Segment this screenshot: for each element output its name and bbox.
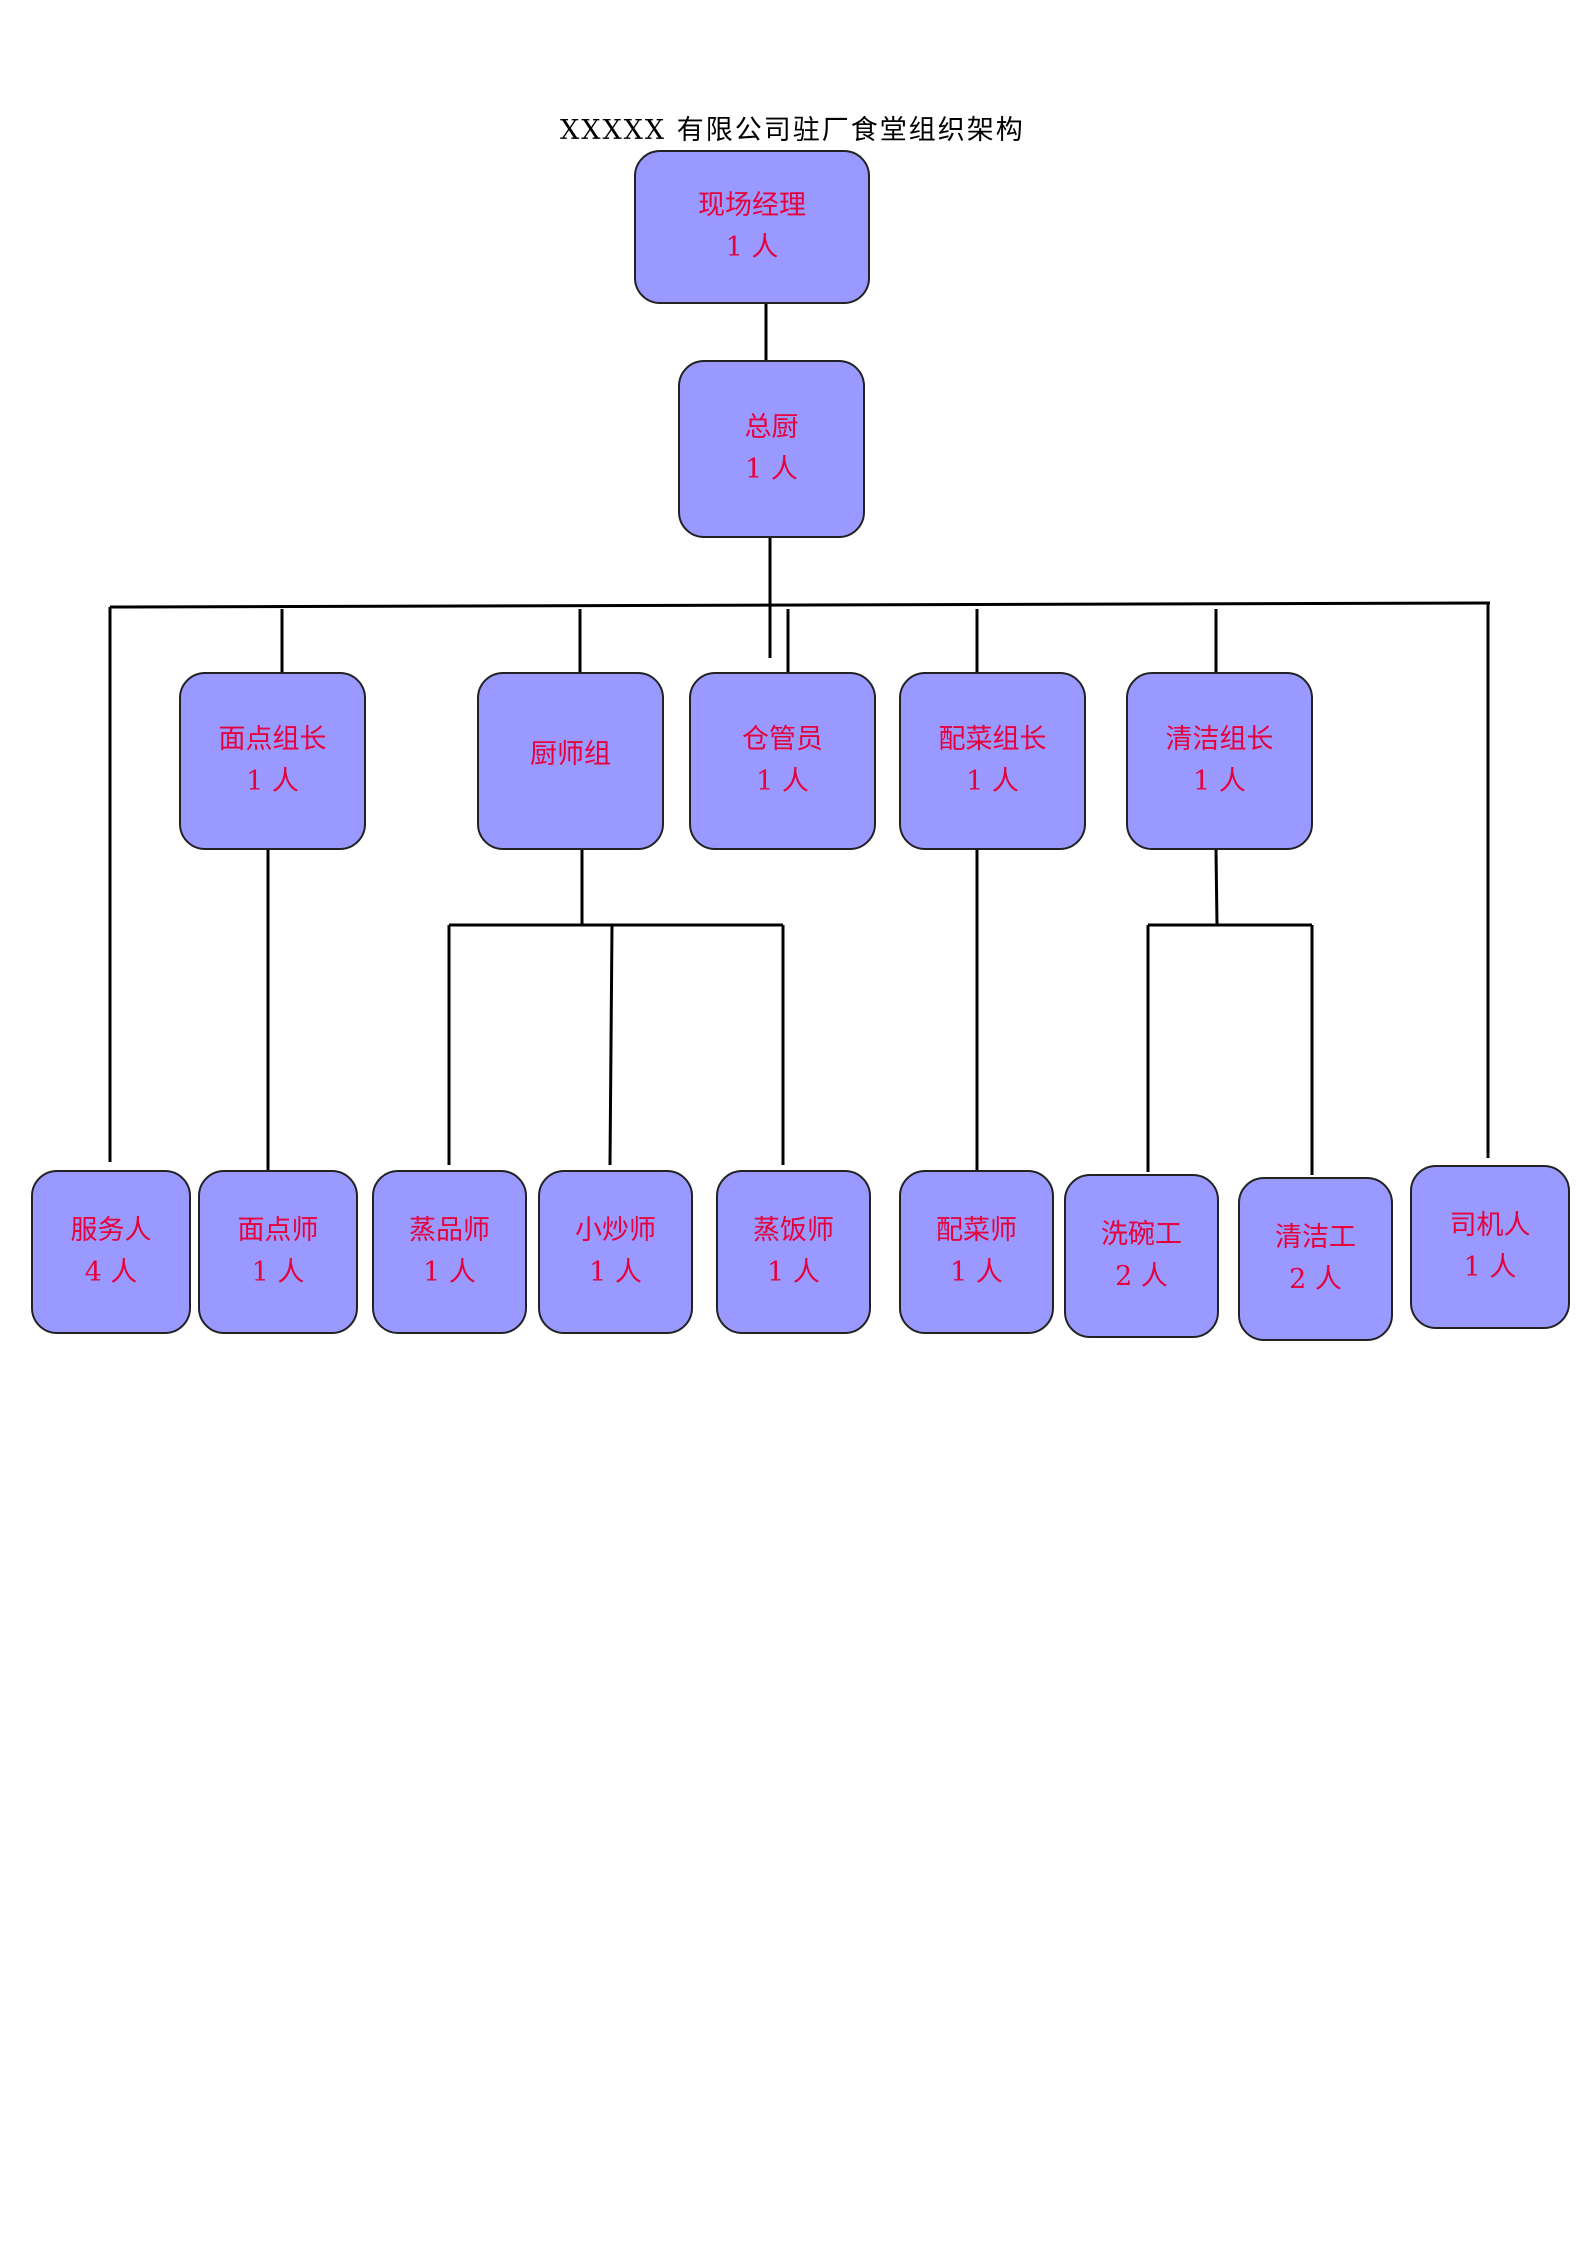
node-pastry-lead-count: 1 人 (246, 766, 299, 797)
node-service: 服务人 4 人 (31, 1170, 191, 1334)
node-pastry-lead: 面点组长 1 人 (179, 672, 366, 850)
node-warehouse-role: 仓管员 (742, 724, 823, 755)
node-prep-cook: 配菜师 1 人 (899, 1170, 1054, 1334)
node-cleaning-lead-role: 清洁组长 (1165, 724, 1274, 755)
node-steam-chef: 蒸品师 1 人 (372, 1170, 527, 1334)
node-pastry-chef-count: 1 人 (251, 1257, 305, 1288)
node-manager-role: 现场经理 (698, 190, 806, 221)
node-dishwasher: 洗碗工 2 人 (1064, 1174, 1219, 1338)
node-wok-chef-role: 小炒师 (575, 1215, 656, 1246)
node-steam-chef-role: 蒸品师 (409, 1215, 490, 1246)
node-pastry-chef: 面点师 1 人 (198, 1170, 358, 1334)
node-cleaning-lead: 清洁组长 1 人 (1126, 672, 1313, 850)
node-service-role: 服务人 (70, 1215, 152, 1246)
node-wok-chef-count: 1 人 (589, 1257, 642, 1288)
node-rice-chef-role: 蒸饭师 (753, 1215, 834, 1246)
node-prep-lead: 配菜组长 1 人 (899, 672, 1086, 850)
node-cleaning-lead-count: 1 人 (1193, 766, 1246, 797)
node-driver: 司机人 1 人 (1410, 1165, 1570, 1329)
node-pastry-lead-role: 面点组长 (218, 724, 327, 755)
node-dishwasher-count: 2 人 (1115, 1261, 1168, 1292)
node-head-chef-role: 总厨 (744, 412, 799, 443)
node-chef-group-role: 厨师组 (530, 739, 611, 770)
node-prep-lead-role: 配菜组长 (938, 724, 1047, 755)
chart-title: XXXXX 有限公司驻厂食堂组织架构 (560, 115, 1025, 146)
node-cleaner-count: 2 人 (1289, 1264, 1342, 1295)
node-driver-role: 司机人 (1449, 1210, 1531, 1241)
node-head-chef-count: 1 人 (745, 454, 798, 485)
node-dishwasher-role: 洗碗工 (1101, 1219, 1182, 1250)
node-service-count: 4 人 (84, 1257, 138, 1288)
node-cleaner-role: 清洁工 (1275, 1222, 1356, 1253)
node-steam-chef-count: 1 人 (423, 1257, 476, 1288)
node-manager-count: 1 人 (725, 232, 779, 263)
node-rice-chef-count: 1 人 (767, 1257, 820, 1288)
node-prep-lead-count: 1 人 (966, 766, 1019, 797)
node-warehouse-count: 1 人 (756, 766, 809, 797)
node-pastry-chef-role: 面点师 (237, 1215, 319, 1246)
node-prep-cook-count: 1 人 (950, 1257, 1003, 1288)
node-rice-chef: 蒸饭师 1 人 (716, 1170, 871, 1334)
node-manager: 现场经理 1 人 (634, 150, 870, 304)
node-wok-chef: 小炒师 1 人 (538, 1170, 693, 1334)
node-chef-group: 厨师组 (477, 672, 664, 850)
node-driver-count: 1 人 (1463, 1252, 1517, 1283)
node-warehouse: 仓管员 1 人 (689, 672, 876, 850)
node-head-chef: 总厨 1 人 (678, 360, 865, 538)
node-cleaner: 清洁工 2 人 (1238, 1177, 1393, 1341)
node-prep-cook-role: 配菜师 (936, 1215, 1017, 1246)
